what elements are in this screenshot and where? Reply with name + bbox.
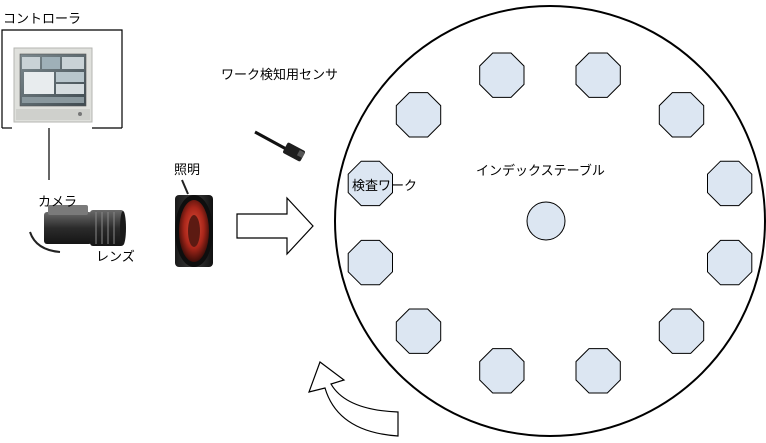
index-table-hub xyxy=(526,201,566,241)
rotation-arrow-icon xyxy=(308,361,399,437)
work-sensor-image xyxy=(254,130,306,162)
workpieces-group xyxy=(347,52,753,394)
index-table-label: インデックステーブル xyxy=(476,164,605,179)
controller-label: コントローラ xyxy=(3,12,82,27)
workpiece-octagon xyxy=(395,92,442,138)
controller-box xyxy=(1,29,123,129)
workpiece-octagon xyxy=(707,160,753,207)
lens-label: レンズ xyxy=(96,250,135,265)
inspection-work-label: 検査ワーク xyxy=(352,179,418,194)
workpiece-octagon xyxy=(479,52,525,98)
controller-monitor xyxy=(13,47,93,123)
camera-label: カメラ xyxy=(38,195,78,210)
workpiece-octagon xyxy=(707,239,753,286)
right-arrow-icon xyxy=(236,196,314,256)
workpiece-octagon xyxy=(395,308,442,354)
lighting-label: 照明 xyxy=(174,163,201,178)
ring-light-image xyxy=(175,179,213,267)
workpiece-octagon xyxy=(575,348,621,394)
workpiece-octagon xyxy=(575,52,621,98)
camera-image xyxy=(29,205,126,253)
sensor-label: ワーク検知用センサ xyxy=(221,68,339,83)
workpiece-octagon xyxy=(347,239,393,286)
workpiece-octagon xyxy=(347,160,393,207)
workpiece-octagon xyxy=(479,348,525,394)
workpiece-octagon xyxy=(658,92,705,138)
workpiece-octagon xyxy=(658,308,705,354)
